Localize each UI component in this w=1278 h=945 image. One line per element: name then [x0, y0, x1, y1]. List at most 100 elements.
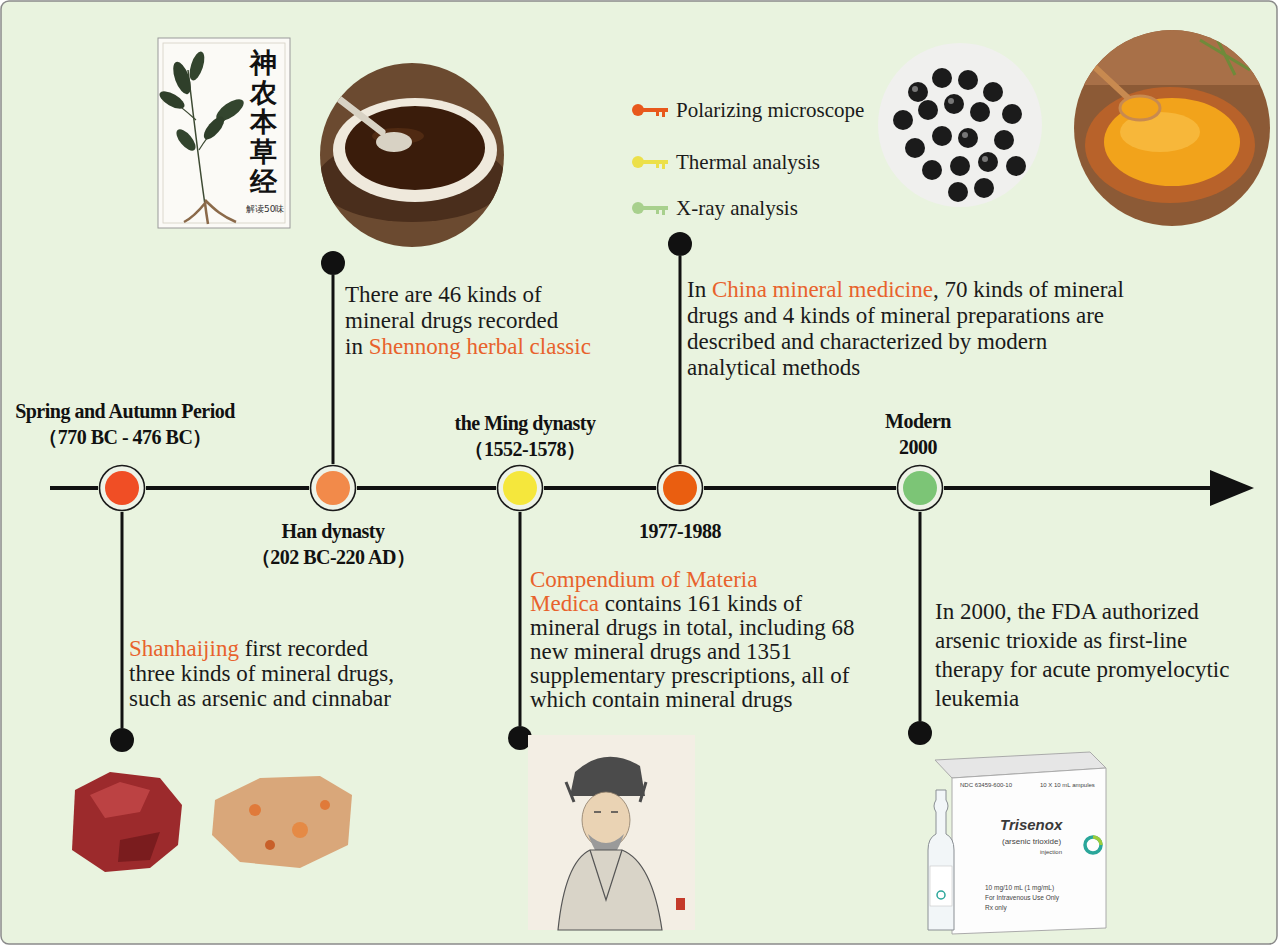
- legend-text: Polarizing microscope: [676, 98, 864, 122]
- pills-photo-part: [974, 178, 994, 198]
- pills-photo-part: [962, 132, 968, 138]
- polarizing-key-part: [662, 111, 665, 117]
- package-code: NDC 63459-600-10: [960, 782, 1012, 789]
- event-description: In 2000, the FDA authorized arsenic trio…: [935, 597, 1247, 713]
- period-label: Spring and Autumn Period（770 BC - 476 BC…: [0, 398, 305, 450]
- li-shizhen-portrait-part: [590, 850, 622, 900]
- pills-photo-part: [958, 128, 978, 148]
- marker-circle: [896, 464, 944, 512]
- trisenox-package-part: [937, 891, 945, 899]
- xray-key: [632, 202, 668, 215]
- marker-circle: [496, 464, 544, 512]
- book-cover-part: [200, 113, 227, 142]
- timeline-stems-part: [668, 232, 692, 256]
- route-note: For Intravenous Use Only: [985, 894, 1059, 901]
- pills-photo-part: [970, 102, 990, 122]
- timeline-axis-part: [944, 486, 1214, 490]
- turmeric-powder-photo-part: [1085, 87, 1255, 203]
- period-heading: the Ming dynasty: [345, 410, 705, 436]
- timeline-stems-part: [121, 512, 124, 728]
- herbal-decoction-photo-part: [318, 60, 508, 250]
- pills-photo-part: [958, 70, 978, 90]
- pills-photo: [878, 43, 1042, 207]
- book-cover-part: [187, 50, 208, 82]
- trisenox-package-part: [952, 768, 1106, 934]
- mineral-samples-part: [292, 822, 308, 838]
- brand-name: Trisenox: [1000, 816, 1062, 833]
- period-heading: Modern: [738, 408, 1098, 434]
- marker-ring: [898, 466, 943, 511]
- period-label: the Ming dynasty（1552-1578）: [345, 410, 705, 462]
- pills-photo-part: [978, 152, 998, 172]
- legend-item: X-ray analysis: [676, 195, 798, 221]
- period-label: 1977-1988: [500, 518, 860, 544]
- pills-photo-part: [1002, 104, 1022, 124]
- mineral-samples-part: [265, 840, 275, 850]
- marker-ring: [658, 466, 703, 511]
- mineral-samples-part: [90, 782, 150, 818]
- timeline-marker: the Ming dynasty（1552-1578）Compendium of…: [496, 464, 544, 512]
- trisenox-package-part: [930, 866, 952, 906]
- period-heading: 1977-1988: [500, 518, 860, 544]
- timeline-axis-part: [50, 486, 98, 490]
- source-title: Shennong herbal classic: [369, 334, 591, 359]
- event-description: Shanhaijingfirst recorded three kinds of…: [129, 636, 409, 711]
- mineral-samples-part: [118, 832, 160, 862]
- timeline-stems-part: [321, 251, 345, 275]
- turmeric-powder-photo: [1070, 25, 1278, 235]
- marker-dot: [105, 471, 139, 505]
- trisenox-package-part: [1093, 837, 1101, 845]
- timeline-stems-part: [679, 256, 682, 464]
- pills-photo-part: [905, 138, 925, 158]
- event-description: Compendium of Materia Medicacontains 161…: [530, 568, 870, 712]
- timeline-marker: Modern2000In 2000, the FDA authorized ar…: [896, 464, 944, 512]
- source-title: Shanhaijing: [129, 636, 239, 661]
- pills-photo-part: [948, 182, 968, 202]
- pills-photo-part: [912, 86, 918, 92]
- timeline-axis-part: [1210, 470, 1254, 506]
- book-cover-part: [173, 126, 199, 154]
- event-text: In: [687, 277, 706, 302]
- book-title: 神农本草经: [250, 48, 277, 196]
- pills-photo-part: [878, 43, 1042, 207]
- timeline-segment: [544, 486, 656, 490]
- period-heading: Spring and Autumn Period: [0, 398, 305, 424]
- marker-dot: [903, 471, 937, 505]
- marker-circle: [656, 464, 704, 512]
- pills-photo-part: [950, 156, 970, 176]
- pills-photo-part: [908, 82, 928, 102]
- li-shizhen-portrait-part: [582, 792, 630, 848]
- pills-photo-part: [948, 98, 954, 104]
- trisenox-package: [928, 752, 1106, 934]
- period-dates: （202 BC-220 AD）: [153, 544, 513, 570]
- mineral-samples: [72, 772, 352, 872]
- timeline-stems-part: [519, 512, 522, 726]
- mineral-samples-part: [72, 772, 182, 872]
- marker-dot: [663, 471, 697, 505]
- timeline-segment: [357, 486, 496, 490]
- strength-note: 10 mg/10 mL (1 mg/mL): [985, 884, 1054, 891]
- package-count: 10 X 10 mL ampules: [1040, 782, 1095, 789]
- rx-note: Rx only: [985, 904, 1007, 911]
- pills-photo-part: [922, 160, 942, 180]
- trisenox-package-part: [1085, 837, 1101, 853]
- turmeric-powder-photo-part: [1120, 96, 1160, 120]
- marker-circle: [309, 464, 357, 512]
- mineral-samples-part: [320, 800, 330, 810]
- li-shizhen-portrait-part: [676, 898, 685, 910]
- timeline-stems-part: [110, 728, 134, 752]
- li-shizhen-portrait-part: [558, 850, 662, 930]
- mineral-samples-part: [212, 776, 352, 868]
- book-cover-part: [184, 200, 236, 224]
- pills-photo-part: [1006, 156, 1026, 176]
- polarizing-key: [632, 104, 668, 117]
- marker-ring: [311, 466, 356, 511]
- thermal-key-part: [656, 163, 659, 168]
- turmeric-powder-photo-part: [1085, 58, 1128, 98]
- pills-photo-part: [918, 100, 938, 120]
- timeline-segment: [146, 486, 309, 490]
- pills-photo-part: [994, 130, 1014, 150]
